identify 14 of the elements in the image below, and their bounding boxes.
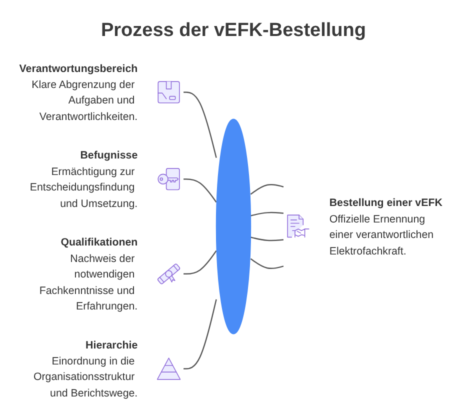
connector-line	[184, 299, 217, 370]
diagram-title: Prozess der vEFK-Bestellung	[100, 20, 366, 42]
item-heading: Hierarchie	[86, 338, 138, 351]
connector-line	[250, 184, 284, 195]
lens-shape	[216, 118, 252, 334]
connector-line	[250, 236, 284, 242]
connector-line	[250, 258, 284, 270]
item-description: Klare Abgrenzung der Aufgaben und Verantwortlichkeiten.	[32, 78, 138, 122]
connector-line	[184, 92, 217, 158]
connector-line	[184, 178, 217, 203]
connector-line	[250, 212, 284, 216]
item-heading: Verantwortungsbereich	[19, 62, 138, 74]
item-description: Einordnung in die Organisationsstruktur und Berichtswege.	[33, 354, 138, 399]
connector-line	[184, 250, 217, 275]
